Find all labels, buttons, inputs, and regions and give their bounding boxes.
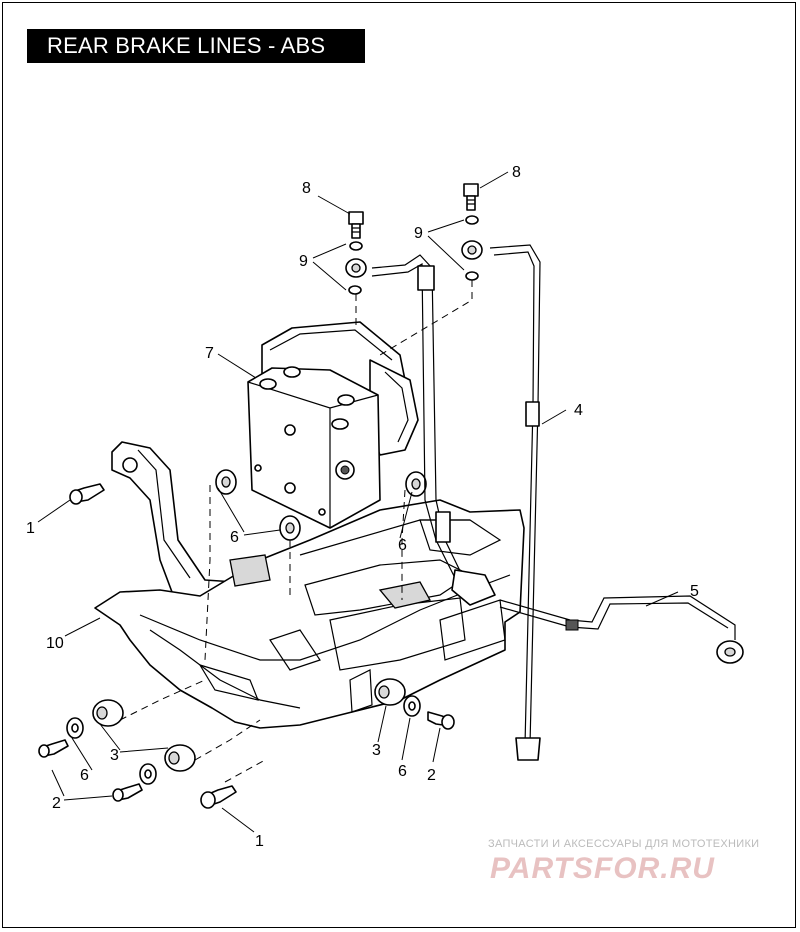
callout-5: 5 (690, 583, 699, 600)
callout-8-left: 8 (302, 180, 311, 197)
hardware-lower-left (38, 483, 237, 809)
callout-8-right: 8 (512, 164, 521, 181)
callout-6-upper-right: 6 (398, 537, 407, 554)
callout-6-upper-left: 6 (230, 529, 239, 546)
callout-4: 4 (574, 402, 583, 419)
callout-6-lower-left: 6 (80, 767, 89, 784)
callout-3-left: 3 (110, 747, 119, 764)
callout-10: 10 (46, 635, 64, 652)
abs-module (247, 321, 419, 529)
callout-2-right: 2 (427, 767, 436, 784)
assembly-guides (119, 280, 473, 783)
callout-labels: 8 8 9 9 7 4 5 6 6 1 10 3 6 2 3 6 2 1 (26, 164, 699, 850)
brake-line-5 (499, 595, 744, 664)
callout-7: 7 (205, 345, 214, 362)
callout-6-lower-right: 6 (398, 763, 407, 780)
brake-hose-left (371, 254, 496, 606)
callout-9-right: 9 (414, 225, 423, 242)
brake-line-4 (489, 244, 541, 761)
hardware-lower-right (374, 678, 455, 730)
watermark-logo: PARTSFOR.RU (490, 852, 715, 885)
callout-9-left: 9 (299, 253, 308, 270)
callout-3-right: 3 (372, 742, 381, 759)
callout-1-upper: 1 (26, 520, 35, 537)
watermark-tagline: ЗАПЧАСТИ И АКСЕССУАРЫ ДЛЯ МОТОТЕХНИКИ (488, 838, 760, 850)
banjo-right (461, 183, 483, 281)
banjo-left (345, 211, 367, 295)
callout-2-left: 2 (52, 795, 61, 812)
abs-mounting-bracket (94, 441, 525, 729)
grommets (215, 469, 427, 541)
callout-1-lower: 1 (255, 833, 264, 850)
diagram-title: REAR BRAKE LINES - ABS (27, 29, 365, 63)
leader-lines (37, 171, 679, 833)
